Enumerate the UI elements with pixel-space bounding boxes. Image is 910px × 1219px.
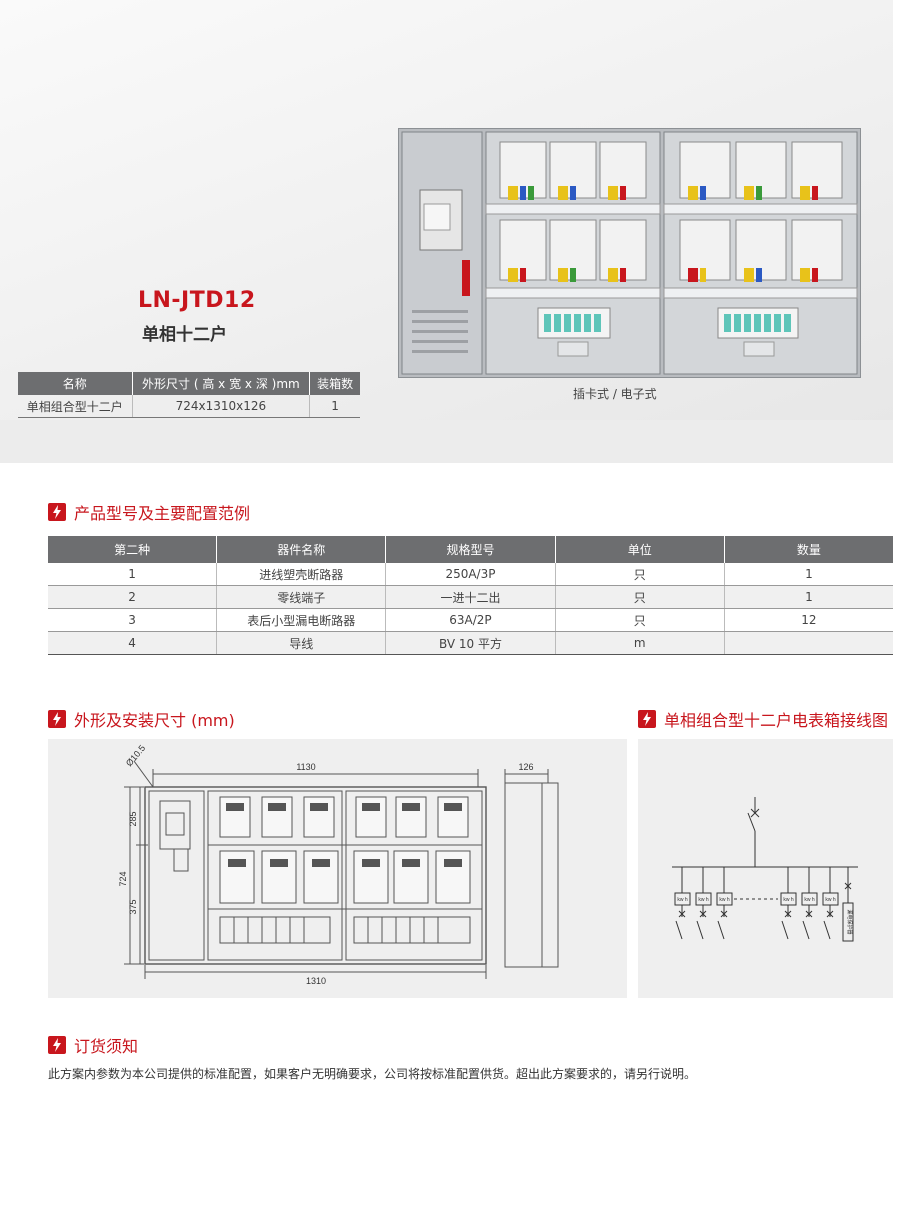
section-title-text: 单相组合型十二户电表箱接线图 [664, 711, 889, 730]
model-name: 单相十二户 [142, 325, 227, 345]
config-cell [724, 631, 893, 655]
lightning-icon [48, 503, 66, 521]
meter-label: kw h [677, 897, 688, 903]
dimension-upper: 285 [128, 811, 138, 826]
dimension-depth: 126 [518, 762, 533, 772]
dimension-drawing: 1130 1310 724 285 375 126 Ø10.5 [118, 743, 559, 986]
table-row: 3 表后小型漏电断路器 63A/2P 只 12 [48, 608, 893, 632]
config-cell: BV 10 平方 [385, 631, 556, 655]
config-cell: 零线端子 [216, 585, 387, 609]
spec-header-name: 名称 [18, 372, 133, 395]
section-title-text: 外形及安装尺寸 (mm) [74, 711, 235, 730]
config-header: 规格型号 [385, 536, 556, 563]
config-cell: 只 [555, 563, 725, 586]
spec-cell: 单相组合型十二户 [18, 395, 133, 418]
meter-label: kw h [783, 897, 794, 903]
config-cell: 1 [724, 563, 893, 586]
config-cell: m [555, 631, 725, 655]
spec-cell: 724x1310x126 [132, 395, 311, 418]
dimension-width: 1130 [296, 762, 315, 772]
table-row: 1 进线塑壳断路器 250A/3P 只 1 [48, 563, 893, 586]
config-header: 第二种 [48, 536, 218, 563]
dimension-total-width: 1310 [306, 976, 326, 986]
product-photo [398, 128, 861, 378]
table-row: 4 导线 BV 10 平方 m [48, 631, 893, 655]
config-cell: 3 [48, 608, 218, 632]
meter-label: kw h [698, 897, 709, 903]
config-cell: 63A/2P [385, 608, 556, 632]
config-cell: 250A/3P [385, 563, 556, 586]
config-section-title: 产品型号及主要配置范例 [48, 500, 250, 524]
wiring-section-title: 单相组合型十二户电表箱接线图 [638, 707, 888, 731]
config-header: 数量 [724, 536, 893, 563]
lightning-icon [48, 710, 66, 728]
spec-cell: 1 [309, 395, 360, 418]
spec-header-qty: 装箱数 [309, 372, 360, 395]
table-row: 单相组合型十二户 724x1310x126 1 [18, 395, 360, 418]
config-cell: 进线塑壳断路器 [216, 563, 387, 586]
left-cabinet-door [401, 131, 483, 375]
config-cell: 12 [724, 608, 893, 632]
config-cell: 2 [48, 585, 218, 609]
meter-label: kw h [719, 897, 730, 903]
photo-caption: 插卡式 / 电子式 [573, 387, 657, 401]
config-cell: 只 [555, 585, 725, 609]
protector-label: 漏电保护器 [846, 909, 853, 934]
section-title-text: 订货须知 [74, 1037, 139, 1056]
config-header: 器件名称 [216, 536, 387, 563]
hero-stripe [0, 420, 893, 463]
section-title-text: 产品型号及主要配置范例 [74, 504, 251, 523]
dimensions-section-title: 外形及安装尺寸 (mm) [48, 707, 235, 731]
config-cell: 1 [48, 563, 218, 586]
config-cell: 4 [48, 631, 218, 655]
config-header: 单位 [555, 536, 725, 563]
middle-cabinet-door [485, 131, 661, 375]
config-cell: 只 [555, 608, 725, 632]
spec-table: 名称 外形尺寸 ( 高 x 宽 x 深 )mm 装箱数 单相组合型十二户 724… [18, 372, 360, 418]
spec-header-size: 外形尺寸 ( 高 x 宽 x 深 )mm [132, 372, 311, 395]
config-table: 第二种 器件名称 规格型号 单位 数量 1 进线塑壳断路器 250A/3P 只 … [48, 536, 893, 655]
config-cell: 导线 [216, 631, 387, 655]
config-cell: 一进十二出 [385, 585, 556, 609]
right-cabinet-door [663, 131, 858, 375]
wiring-diagram-panel: kw h kw h kw h kw h kw h kw h 漏电保护器 [638, 739, 893, 998]
dimension-drawing-panel: 1130 1310 724 285 375 126 Ø10.5 [48, 739, 627, 998]
dimension-hole: Ø10.5 [124, 743, 147, 768]
config-cell: 表后小型漏电断路器 [216, 608, 387, 632]
model-code: LN-JTD12 [138, 288, 256, 313]
notice-section-title: 订货须知 [48, 1033, 138, 1057]
meter-label: kw h [825, 897, 836, 903]
wiring-diagram: kw h kw h kw h kw h kw h kw h 漏电保护器 [672, 797, 858, 942]
dimension-lower: 375 [128, 899, 138, 914]
dimension-height: 724 [118, 871, 128, 886]
table-row: 2 零线端子 一进十二出 只 1 [48, 585, 893, 609]
lightning-icon [48, 1036, 66, 1054]
config-cell: 1 [724, 585, 893, 609]
notice-text: 此方案内参数为本公司提供的标准配置，如果客户无明确要求，公司将按标准配置供货。超… [48, 1067, 697, 1081]
meter-label: kw h [804, 897, 815, 903]
lightning-icon [638, 710, 656, 728]
